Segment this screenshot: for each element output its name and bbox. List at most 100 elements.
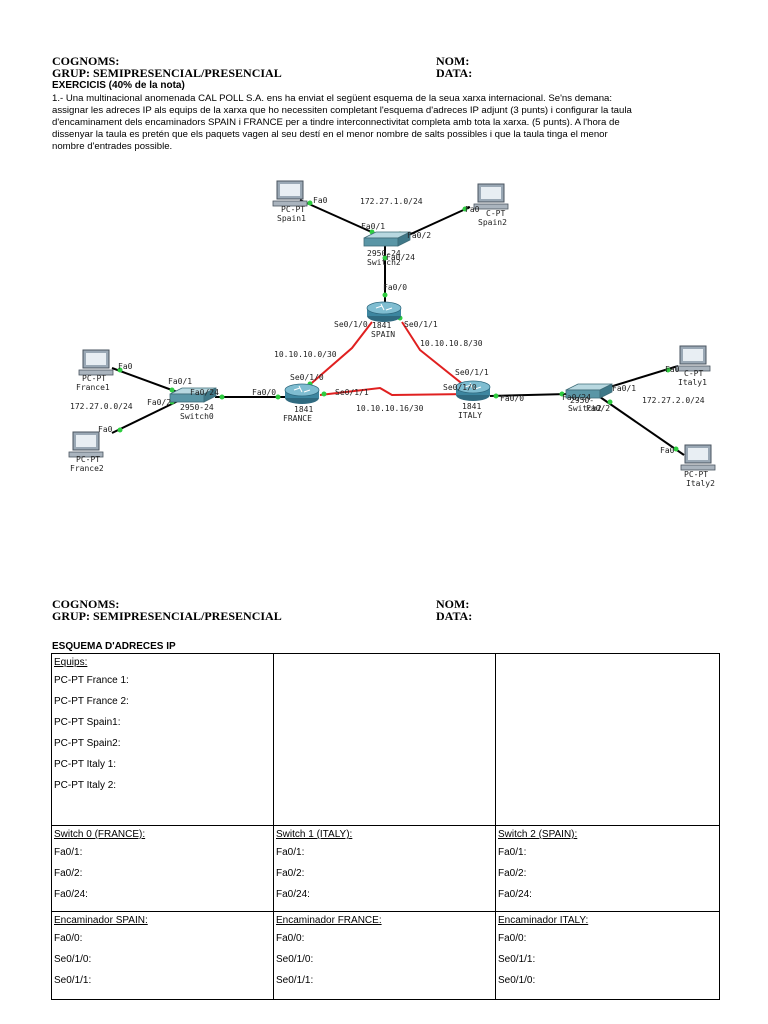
port-row: Fa0/1: [54, 847, 83, 858]
port-row: Fa0/0: [276, 933, 305, 944]
port-row: Se0/1/1: [498, 954, 536, 965]
switch-cell: Switch 1 (ITALY): Fa0/1: Fa0/2: Fa0/24: [273, 825, 496, 912]
exercise-line: nombre d'entrades possible. [52, 141, 173, 152]
switch-italy-model: 2950- [570, 396, 594, 405]
port-label: Fa0/0 [500, 394, 524, 403]
pc-spain1-icon [272, 180, 308, 207]
switch-cell: Switch 2 (SPAIN): Fa0/1: Fa0/2: Fa0/24: [495, 825, 720, 912]
switch-title: Switch 0 (FRANCE): [54, 829, 146, 840]
data-label: DATA: [436, 609, 473, 623]
port-label: Fa0/24 [190, 388, 219, 397]
router-france-icon [284, 383, 320, 405]
port-row: Se0/1/0: [276, 954, 314, 965]
port-row: Fa0/2: [276, 868, 305, 879]
equip-row: PC-PT Italy 1: [54, 759, 117, 770]
net-spain-label: 172.27.1.0/24 [360, 197, 423, 206]
equip-row: PC-PT Italy 2: [54, 780, 117, 791]
pc-spain1-type: PC-PT [281, 205, 305, 214]
port-label: Se0/1/1 [455, 368, 489, 377]
port-label: Se0/1/1 [404, 320, 438, 329]
router-title: Encaminador FRANCE: [276, 915, 382, 926]
exercise-line: assignar les adreces IP als equips de la… [52, 105, 632, 116]
port-label: Fa0/2 [586, 404, 610, 413]
switch-title: Switch 2 (SPAIN): [498, 829, 578, 840]
link-france-italy-label: 10.10.10.16/30 [356, 404, 424, 413]
port-row: Fa0/1: [276, 847, 305, 858]
pc-italy2-icon [680, 444, 716, 471]
port-label: Se0/1/1 [335, 388, 369, 397]
link-spain-italy-label: 10.10.10.8/30 [420, 339, 483, 348]
port-label: Fa0/2 [147, 398, 171, 407]
switch-spain-model: 2950-24 [367, 249, 401, 258]
router-france-model: 1841 [294, 405, 313, 414]
router-spain-icon [366, 301, 402, 323]
exercise-line: 1.- Una multinacional anomenada CAL POLL… [52, 93, 613, 104]
network-diagram: PC-PT Spain1 C-PT Spain2 PC-PT France1 P… [68, 180, 716, 488]
switch-spain-name: Switch2 [367, 258, 401, 267]
ip-scheme-table: Equips: PC-PT France 1: PC-PT France 2: … [51, 653, 720, 1000]
pc-italy1-name: Italy1 [678, 378, 707, 387]
exercise-line: dissenyar la taula es pretén que els paq… [52, 129, 608, 140]
port-label: Fa0 [118, 362, 133, 371]
port-row: Fa0/24: [276, 889, 310, 900]
equips-header: Equips: [54, 657, 88, 668]
cognoms-label: COGNOMS: [52, 54, 120, 68]
pc-france1-name: France1 [76, 383, 110, 392]
port-label: Fa0/1 [168, 377, 192, 386]
router-italy-model: 1841 [462, 402, 481, 411]
section-title: ESQUEMA D'ADRECES IP [52, 641, 176, 652]
nom-label: NOM: [436, 54, 470, 68]
port-row: Se0/1/1: [276, 975, 314, 986]
port-row: Fa0/0: [498, 933, 527, 944]
pc-italy2-name: Italy2 [686, 479, 715, 488]
exercise-paragraph: 1.- Una multinacional anomenada CAL POLL… [52, 93, 724, 153]
pc-france1-type: PC-PT [82, 374, 106, 383]
port-label: Fa0 [660, 446, 675, 455]
port-label: Fa0/24 [562, 393, 591, 402]
equip-row: PC-PT France 1: [54, 675, 129, 686]
port-label: Fa0/0 [252, 388, 276, 397]
empty-cell [495, 653, 720, 826]
pc-spain2-type: C-PT [486, 209, 505, 218]
port-row: Fa0/2: [54, 868, 83, 879]
router-italy-name: ITALY [458, 411, 482, 420]
port-label: Fa0 [98, 425, 113, 434]
equip-row: PC-PT France 2: [54, 696, 129, 707]
pc-italy1-type: C-PT [684, 369, 703, 378]
pc-france2-type: PC-PT [76, 455, 100, 464]
port-row: Se0/1/1: [54, 975, 92, 986]
router-spain-model: 1841 [372, 321, 391, 330]
equip-row: PC-PT Spain1: [54, 717, 121, 728]
port-label: Fa0 [313, 196, 328, 205]
port-row: Se0/1/0: [54, 954, 92, 965]
pc-italy2-type: PC-PT [684, 470, 708, 479]
link-spain-france-label: 10.10.10.0/30 [274, 350, 337, 359]
switch-italy-name: Switch2 [568, 404, 602, 413]
port-row: Fa0/2: [498, 868, 527, 879]
switch-cell: Switch 0 (FRANCE): Fa0/1: Fa0/2: Fa0/24: [51, 825, 274, 912]
port-label: Fa0/1 [361, 222, 385, 231]
equips-cell: Equips: PC-PT France 1: PC-PT France 2: … [51, 653, 274, 826]
pc-italy1-icon [675, 345, 711, 372]
port-row: Fa0/1: [498, 847, 527, 858]
data-label: DATA: [436, 66, 473, 80]
port-row: Fa0/0: [54, 933, 83, 944]
switch-france-model: 2950-24 [180, 403, 214, 412]
pc-france2-icon [68, 431, 104, 458]
router-cell: Encaminador SPAIN: Fa0/0: Se0/1/0: Se0/1… [51, 911, 274, 1000]
port-row: Se0/1/0: [498, 975, 536, 986]
pc-france1-icon [78, 349, 114, 376]
port-label: Fa0 [665, 365, 680, 374]
router-france-name: FRANCE [283, 414, 312, 423]
exercise-title: EXERCICIS (40% de la nota) [52, 80, 185, 91]
port-label: Fa0/24 [386, 253, 415, 262]
port-label: Fa0/0 [383, 283, 407, 292]
port-label: Se0/1/0 [443, 383, 477, 392]
exercise-line: d'encaminament dels encaminadors SPAIN i… [52, 117, 620, 128]
pc-spain2-name: Spain2 [478, 218, 507, 227]
grup-label: GRUP: SEMIPRESENCIAL/PRESENCIAL [52, 609, 282, 623]
port-label: Fa0/2 [407, 231, 431, 240]
port-label: Fa0 [465, 205, 480, 214]
port-row: Fa0/24: [54, 889, 88, 900]
switch-france-name: Switch0 [180, 412, 214, 421]
